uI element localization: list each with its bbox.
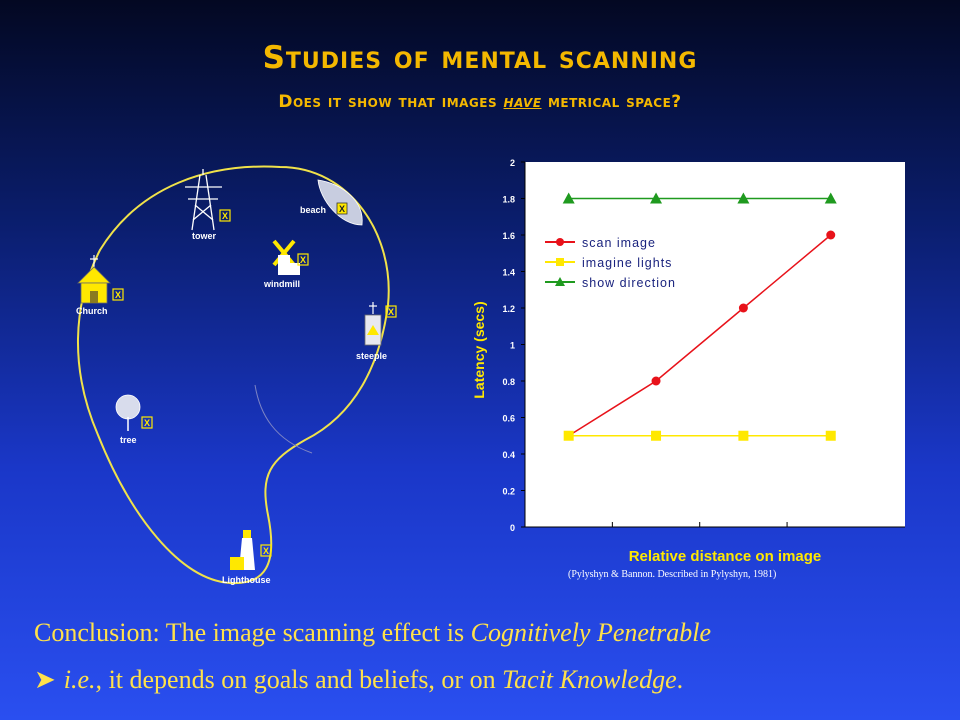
lighthouse-icon	[230, 530, 255, 570]
tree-marker	[141, 416, 153, 429]
lighthouse-marker	[260, 544, 272, 557]
church-icon	[77, 255, 111, 304]
legend-label: imagine lights	[582, 256, 672, 270]
windmill-icon	[272, 239, 300, 275]
chart-y-tick-label: 0.2	[502, 487, 515, 497]
church-marker	[112, 288, 124, 301]
beach-label: beach	[300, 205, 326, 215]
chart-point	[650, 192, 663, 204]
chart-point	[826, 230, 836, 240]
chart-point	[562, 192, 575, 204]
subtitle-pre: Does it show that images	[278, 92, 504, 112]
chart-y-tick-label: 0.6	[502, 414, 515, 424]
lighthouse-landmark: X Lighthouse	[222, 530, 272, 585]
slide-title: Studies of mental scanning	[262, 40, 698, 76]
legend-label: show direction	[582, 276, 676, 290]
chart-axes: 0 0.2 0.4 0.6 0.8 1 1.2 1.4 1.6 1.8 2	[502, 158, 905, 533]
chart-x-axis-label: Relative distance on image	[629, 548, 822, 565]
chart-y-tick-label: 1.8	[502, 195, 515, 205]
beach-landmark: X beach	[300, 179, 363, 226]
chart-y-tick-label: 1	[510, 341, 515, 351]
windmill-landmark: X windmill	[263, 239, 309, 289]
chart-series-line	[568, 234, 832, 437]
conclusion-line: Conclusion: The image scanning effect is…	[34, 618, 711, 648]
tower-landmark: X tower	[185, 169, 231, 241]
chart-y-tick-label: 0.8	[502, 377, 515, 387]
church-label: Church	[76, 306, 108, 316]
chart-point	[738, 430, 749, 441]
chart-y-tick-label: 2	[510, 158, 515, 168]
chart-y-axis-label: Latency (secs)	[471, 301, 487, 398]
windmill-marker	[297, 253, 309, 266]
lighthouse-label: Lighthouse	[222, 575, 271, 585]
legend-marker	[555, 277, 565, 286]
tree-icon	[115, 394, 141, 431]
tower-icon	[185, 169, 222, 231]
slide-subtitle: Does it show that images have metrical s…	[0, 92, 960, 112]
scan-path-line	[254, 384, 313, 454]
chart-plot-area	[525, 162, 905, 527]
beach-marker	[336, 202, 348, 215]
windmill-label: windmill	[263, 279, 300, 289]
church-marker-x: X	[115, 290, 121, 300]
island-map: X tower X beach X windmill X Church	[76, 165, 397, 585]
chart-point	[824, 192, 837, 204]
subtitle-post: metrical space?	[541, 92, 682, 112]
steeple-landmark: X steeple	[356, 302, 397, 361]
legend-marker	[556, 238, 564, 246]
chart-legend: scan image imagine lights show direction	[545, 236, 676, 290]
chart-citation: (Pylyshyn & Bannon. Described in Pylyshy…	[568, 569, 777, 580]
steeple-label: steeple	[356, 351, 387, 361]
beach-icon	[317, 179, 363, 226]
chart-y-tick-label: 0.4	[502, 450, 515, 460]
tower-marker-x: X	[222, 211, 228, 221]
tree-landmark: X tree	[115, 394, 153, 445]
chart-point	[825, 430, 836, 441]
church-landmark: X Church	[76, 255, 124, 316]
tower-marker	[219, 209, 231, 222]
tower-label: tower	[192, 231, 217, 241]
subtitle-emphasis: have	[503, 92, 542, 112]
chart-y-tick-label: 0	[510, 523, 515, 533]
legend-label: scan image	[582, 236, 656, 250]
bullet-ie: i.e.,	[63, 665, 103, 694]
steeple-marker-x: X	[388, 307, 394, 317]
steeple-icon	[364, 302, 382, 346]
chart-point	[651, 376, 661, 386]
lighthouse-marker-x: X	[263, 546, 269, 556]
chart-y-tick-label: 1.2	[502, 304, 515, 314]
latency-chart: 0 0.2 0.4 0.6 0.8 1 1.2 1.4 1.6 1.8 2 scan image im…	[471, 158, 905, 565]
tree-marker-x: X	[144, 418, 150, 428]
chart-point	[738, 303, 748, 313]
bullet-text: it depends on goals and beliefs, or on	[102, 665, 503, 694]
conclusion-text: Conclusion: The image scanning effect is	[34, 618, 471, 647]
island-outline	[76, 165, 390, 585]
steeple-marker	[385, 305, 397, 318]
chart-y-tick-label: 1.6	[502, 231, 515, 241]
bullet-period: .	[676, 665, 684, 694]
chart-y-tick-label: 1.4	[502, 268, 515, 278]
beach-marker-x: X	[339, 204, 345, 214]
conclusion-bullet: ➤i.e., it depends on goals and beliefs, …	[34, 665, 683, 695]
chart-point	[737, 192, 750, 204]
bullet-emphasis: Tacit Knowledge	[502, 665, 677, 694]
conclusion-emphasis: Cognitively Penetrable	[470, 618, 712, 647]
windmill-marker-x: X	[300, 255, 306, 265]
chart-point	[563, 430, 574, 441]
chart-point	[651, 430, 662, 441]
tree-label: tree	[120, 435, 137, 445]
arrow-bullet-icon: ➤	[34, 665, 56, 694]
legend-marker	[556, 258, 564, 266]
chart-series-group	[562, 192, 837, 441]
